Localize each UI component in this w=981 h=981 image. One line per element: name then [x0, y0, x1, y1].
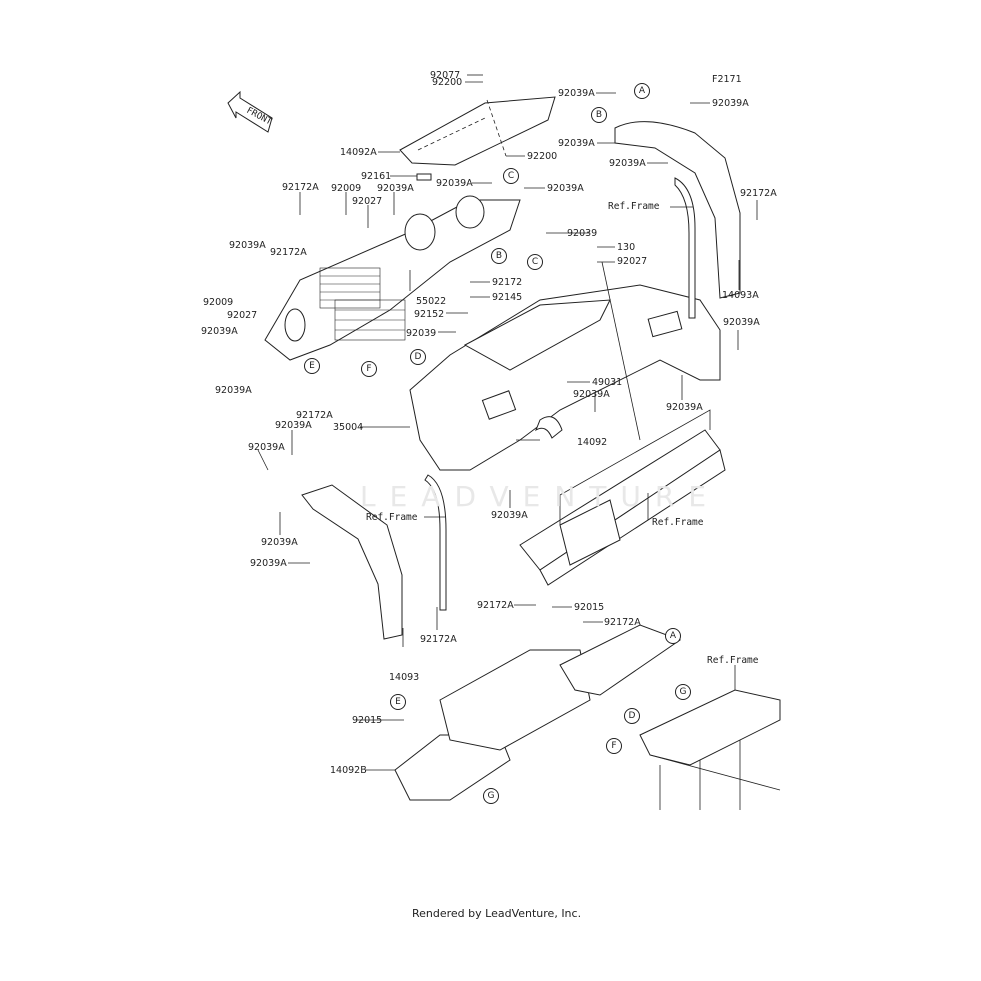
part-label: 92039A — [248, 442, 285, 453]
callout-g-floor: G — [483, 788, 499, 804]
part-label: 14093A — [722, 290, 759, 301]
part-label: 92039 — [567, 228, 598, 239]
callout-f-chassis: F — [606, 738, 622, 754]
part-label: 92172A — [420, 634, 457, 645]
part-label: 92039A — [573, 389, 610, 400]
part-label: 14092B — [330, 765, 367, 776]
part-label: 92015 — [352, 715, 383, 726]
part-label: 92152 — [414, 309, 445, 320]
part-label: 92039A — [229, 240, 266, 251]
part-label: 92039A — [261, 537, 298, 548]
callout-b-top: B — [591, 107, 607, 123]
ref-frame-label: Ref.Frame — [707, 655, 759, 666]
ref-frame-label: Ref.Frame — [652, 517, 704, 528]
part-label: 92027 — [617, 256, 648, 267]
part-label: 92009 — [203, 297, 234, 308]
callout-a-top: A — [634, 83, 650, 99]
part-label: 92145 — [492, 292, 523, 303]
part-label: 92039A — [558, 88, 595, 99]
part-label: 14092A — [340, 147, 377, 158]
callout-c-top: C — [503, 168, 519, 184]
part-label: 92039A — [712, 98, 749, 109]
left-fender-part — [301, 474, 447, 640]
callout-f-mid: F — [361, 361, 377, 377]
top-cover-part — [399, 96, 556, 181]
part-label: 92172A — [740, 188, 777, 199]
part-label: 130 — [617, 242, 636, 253]
part-label: 92027 — [352, 196, 383, 207]
part-label: 92015 — [574, 602, 605, 613]
part-label: 92039A — [723, 317, 760, 328]
part-label: 92039A — [436, 178, 473, 189]
part-label: 92077 — [430, 70, 461, 81]
part-label: 92027 — [227, 310, 258, 321]
credit-text: Rendered by LeadVenture, Inc. — [412, 907, 582, 920]
part-label: 92172A — [270, 247, 307, 258]
part-label: 55022 — [416, 296, 447, 307]
part-label: 92039A — [250, 558, 287, 569]
part-label: 92172A — [296, 410, 333, 421]
part-label: 14092 — [577, 437, 608, 448]
callout-c-mid: C — [527, 254, 543, 270]
front-arrow-icon: FRONT — [227, 90, 274, 133]
callout-e-floor: E — [390, 694, 406, 710]
rear-rack-part — [519, 409, 726, 586]
ref-frame-label: Ref.Frame — [608, 201, 660, 212]
callout-e-mid: E — [304, 358, 320, 374]
part-label: 92039A — [275, 420, 312, 431]
part-label: 92039A — [491, 510, 528, 521]
main-body-part — [409, 284, 721, 471]
part-label: 92039A — [215, 385, 252, 396]
part-label: 92039 — [406, 328, 437, 339]
callout-a-floor: A — [665, 628, 681, 644]
figure-code: F2171 — [712, 74, 742, 85]
part-label: 92039A — [609, 158, 646, 169]
part-label: 92039A — [547, 183, 584, 194]
part-label: 92172A — [282, 182, 319, 193]
part-label: 92039A — [666, 402, 703, 413]
part-label: 92039A — [558, 138, 595, 149]
watermark: LEADVENTURE — [360, 480, 721, 513]
part-label: 92009 — [331, 183, 362, 194]
callout-d-mid: D — [410, 349, 426, 365]
leader-lines — [257, 74, 758, 771]
part-label: 92172A — [477, 600, 514, 611]
part-label: 92039A — [377, 183, 414, 194]
front-grille-part — [264, 195, 521, 361]
right-fender-part — [614, 121, 741, 319]
part-label: 92172A — [604, 617, 641, 628]
callout-b-mid: B — [491, 248, 507, 264]
part-label: 35004 — [333, 422, 364, 433]
part-label: 92200 — [527, 151, 558, 162]
part-label: 14093 — [389, 672, 420, 683]
part-label: 92161 — [361, 171, 392, 182]
floor-panel-part — [394, 624, 682, 801]
part-label: 92200 — [432, 77, 463, 88]
ref-frame-label: Ref.Frame — [366, 512, 418, 523]
part-label: 92172 — [492, 277, 523, 288]
callout-d-chassis: D — [624, 708, 640, 724]
callout-g-chassis: G — [675, 684, 691, 700]
part-label: 49031 — [592, 377, 623, 388]
part-label: 92039A — [201, 326, 238, 337]
chassis-frame-part — [639, 689, 781, 810]
